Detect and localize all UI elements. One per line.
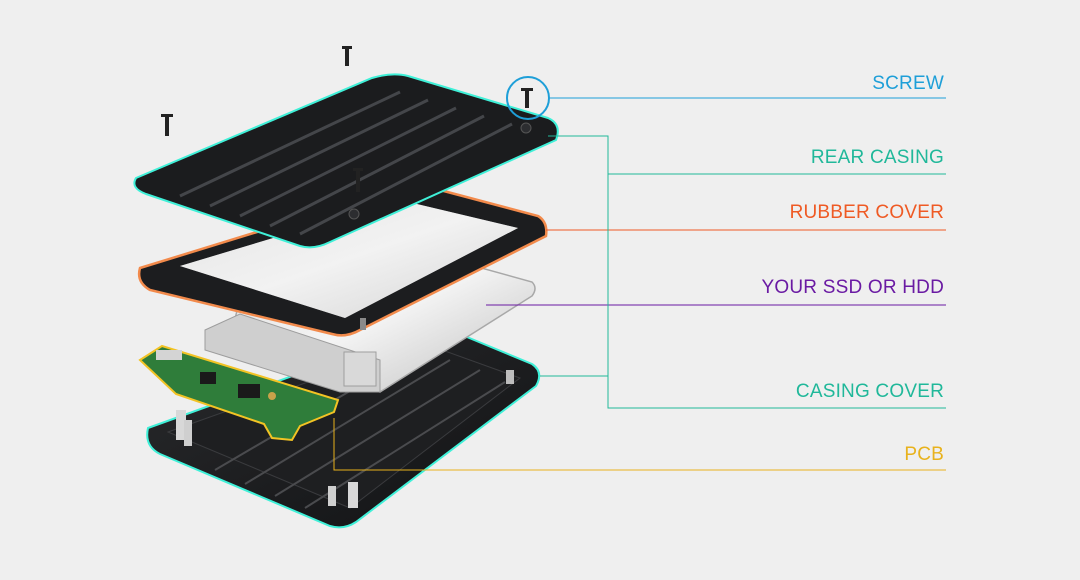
- label-casing-cover: CASING COVER: [795, 381, 944, 402]
- label-rear-casing: REAR CASING: [810, 147, 944, 168]
- label-rubber-cover: RUBBER COVER: [789, 202, 944, 223]
- screw-icon: [161, 114, 173, 136]
- screw-icon: [521, 88, 533, 108]
- rear-casing-part: [133, 73, 559, 249]
- screw-icon: [353, 168, 363, 192]
- rear-casing-leader-line: [548, 135, 946, 175]
- pcb-part: [138, 344, 340, 442]
- rubber-cover-part: [137, 184, 548, 337]
- label-drive: YOUR SSD OR HDD: [761, 277, 944, 298]
- pcb-leader-line: [333, 418, 946, 471]
- label-pcb: PCB: [904, 444, 944, 465]
- label-screw: SCREW: [872, 73, 944, 94]
- screw-icon: [342, 46, 352, 66]
